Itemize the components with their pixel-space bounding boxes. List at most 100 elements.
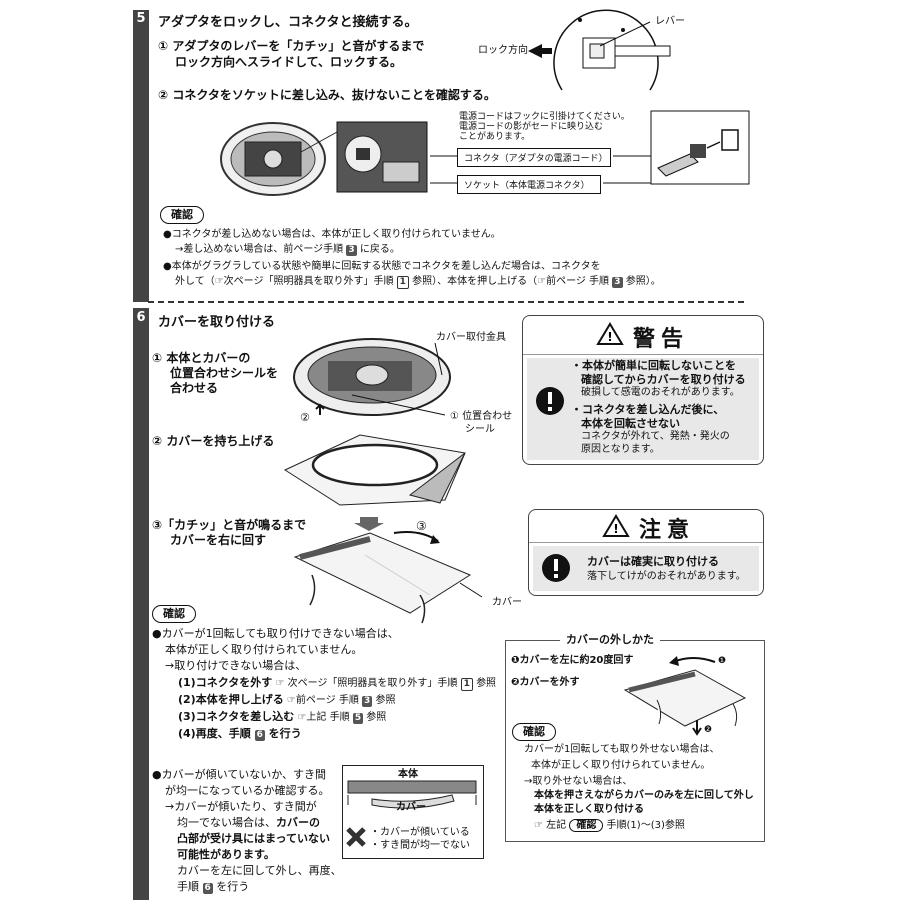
step-ref-badge: 1	[460, 678, 473, 691]
warning-triangle-icon: !	[596, 322, 624, 345]
step6-c1: ●カバーが1回転しても取り付けできない場合は、	[152, 627, 399, 640]
step6-c4-ref: ☞ 次ページ「照明器具を取り外す」手順	[275, 678, 458, 689]
step6-s1-line3: 合わせる	[170, 381, 219, 395]
warning-body: ・本体が簡単に回転しないことを 確認してからカバーを取り付ける 破損して感電のお…	[527, 358, 759, 460]
removal-q6-pre: ☞ 左記	[534, 820, 567, 831]
step6-c6-ref: ☞上記 手順	[297, 712, 350, 723]
tilt-diagram	[346, 780, 477, 847]
removal-q5: 本体を正しく取り付ける	[534, 804, 644, 815]
align-seal-label-2: シール	[465, 424, 495, 435]
caution-line2: 落下してけがのおそれがあります。	[587, 571, 746, 582]
step5-confirm-1b-end: に戻る。	[359, 244, 400, 255]
step5-confirm-2b: 外して（☞次ページ「照明器具を取り外す」手順 1 参照）、本体を押し上げる（☞前…	[175, 275, 661, 289]
step6-c5-end: 参照	[375, 695, 396, 706]
warning-b2-1: ・コネクタを差し込んだ後に、	[571, 403, 725, 416]
step-ref-badge: 5	[352, 713, 364, 724]
tilt-2: が均一になっているか確認する。	[165, 784, 330, 797]
connector-label: コネクタ（アダプタの電源コード）	[457, 148, 611, 167]
tilt-8-end: を行う	[216, 880, 250, 893]
mandatory-icon	[536, 387, 564, 415]
removal-title-text: カバーの外しかた	[566, 633, 654, 646]
step6-c4: (1)コネクタを外す ☞ 次ページ「照明器具を取り外す」手順 1 参照	[178, 676, 496, 691]
tilt-5: 凸部が受け具にはまっていない	[177, 832, 331, 845]
cover-bracket-label: カバー取付金具	[436, 332, 506, 343]
warning-title: 警告	[633, 327, 690, 352]
power-cord-note-1: 電源コードはフックに引掛けてください。	[459, 112, 630, 122]
svg-text:!: !	[607, 330, 612, 344]
removal-confirm-badge: 確認	[512, 723, 556, 741]
removal-q1: カバーが1回転しても取り外せない場合は、	[524, 744, 720, 755]
removal-q6: ☞ 左記 確認 手順(1)～(3)参照	[534, 819, 685, 832]
warning-b1-1: ・本体が簡単に回転しないことを	[571, 359, 736, 372]
socket-label: ソケット（本体電源コネクタ）	[457, 175, 601, 194]
removal-q6-badge: 確認	[569, 819, 604, 832]
removal-title: カバーの外しかた	[560, 632, 660, 647]
step6-s1-line1: ① 本体とカバーの	[152, 351, 251, 365]
mandatory-icon	[542, 554, 570, 582]
step6-c5: (2)本体を押し上げる ☞前ページ 手順 3 参照	[178, 693, 396, 707]
step6-confirm-badge: 確認	[152, 605, 196, 623]
step6-c5-bold: (2)本体を押し上げる	[178, 693, 284, 706]
step6-s2: ② カバーを持ち上げる	[152, 434, 275, 448]
step6-title: カバーを取り付ける	[158, 315, 276, 330]
align-seal-label-1: ① 位置合わせ	[450, 411, 513, 422]
step-number-5: 5	[133, 10, 149, 302]
step6-s1-line2: 位置合わせシールを	[170, 366, 279, 380]
tilt-1: ●カバーが傾いていないか、すき間	[152, 768, 327, 781]
caution-header: ! 注意	[529, 510, 763, 543]
step6-c3: →取り付けできない場合は、	[165, 659, 307, 672]
step6-s3-line1: ③「カチッ」と音が鳴るまで	[152, 518, 307, 532]
removal-q2: 本体が正しく取り付けられていません。	[531, 760, 711, 771]
removal-r1: ❶カバーを左に約20度回す	[511, 655, 634, 666]
step5-confirm-1b-text: →差し込めない場合は、前ページ手順	[175, 244, 344, 255]
removal-q3: →取り外せない場合は、	[524, 776, 633, 787]
section-divider	[148, 301, 744, 303]
step-ref-badge: 6	[202, 883, 213, 894]
step5-confirm-1a: ●コネクタが差し込めない場合は、本体が正しく取り付けられていません。	[163, 229, 501, 240]
caution-body: カバーは確実に取り付ける 落下してけがのおそれがあります。	[533, 546, 759, 591]
caution-box: ! 注意 カバーは確実に取り付ける 落下してけがのおそれがあります。	[528, 509, 764, 596]
step5-title: アダプタをロックし、コネクタと接続する。	[158, 15, 418, 30]
step6-s3-line2: カバーを右に回す	[170, 533, 267, 547]
step6-c7: (4)再度、手順 6 を行う	[178, 726, 302, 741]
tilt-6: 可能性があります。	[177, 848, 275, 861]
step6-s3-marker: ③	[416, 519, 427, 533]
warning-b2-2: 本体を回転させない	[581, 417, 680, 430]
step-ref-badge: 1	[396, 276, 409, 289]
remove-cover-illustration	[623, 656, 747, 736]
caution-line1: カバーは確実に取り付ける	[587, 555, 719, 568]
step6-c6: (3)コネクタを差し込む ☞上記 手順 5 参照	[178, 710, 386, 724]
caution-triangle-icon: !	[602, 514, 630, 537]
adapter-lever-illustration	[528, 9, 671, 91]
step-ref-badge: 3	[346, 245, 357, 256]
connector-closeup-illustration	[650, 110, 750, 185]
lever-label: レバー	[655, 16, 685, 27]
step5-confirm-2b-mid: 参照）、本体を押し上げる（☞前ページ 手順	[412, 276, 610, 287]
warning-b2-4: 原因となります。	[581, 444, 660, 455]
cover-label: カバー	[492, 597, 522, 608]
step6-c5-ref: ☞前ページ 手順	[286, 695, 359, 706]
step-number-6: 6	[133, 308, 149, 900]
lock-direction-label: ロック方向	[478, 45, 528, 56]
tilt-3: →カバーが傾いたり、すき間が	[165, 800, 317, 813]
diag-x1: ・カバーが傾いている	[370, 827, 470, 838]
caution-title: 注意	[639, 518, 696, 543]
step5-confirm-2a: ●本体がグラグラしている状態や簡単に回転する状態でコネクタを差し込んだ場合は、コ…	[163, 261, 601, 272]
rotate-cover-illustration	[293, 517, 483, 624]
step6-c6-end: 参照	[366, 712, 387, 723]
warning-b1-2: 確認してからカバーを取り付ける	[581, 373, 746, 386]
step5-sub2: ② コネクタをソケットに差し込み、抜けないことを確認する。	[158, 88, 496, 102]
step6-c6-bold: (3)コネクタを差し込む	[178, 710, 295, 723]
power-cord-note-3: ことがあります。	[459, 132, 531, 142]
diag-cover-label: カバー	[396, 802, 426, 813]
ceiling-unit-illustration	[220, 121, 428, 196]
removal-marker-2: ❷	[704, 725, 713, 735]
tilt-4b: カバーの	[276, 816, 320, 829]
removal-q4: 本体を押さえながらカバーのみを左に回して外し	[534, 790, 754, 801]
step6-c2: 本体が正しく取り付けられていません。	[165, 643, 363, 656]
power-cord-note-2: 電源コードの影がセードに映り込む	[459, 122, 604, 132]
step-ref-badge: 3	[612, 277, 623, 288]
step5-confirm-2b-end: 参照）。	[625, 276, 661, 287]
warning-header: ! 警告	[523, 316, 763, 355]
warning-b1-3: 破損して感電のおそれがあります。	[581, 387, 740, 398]
